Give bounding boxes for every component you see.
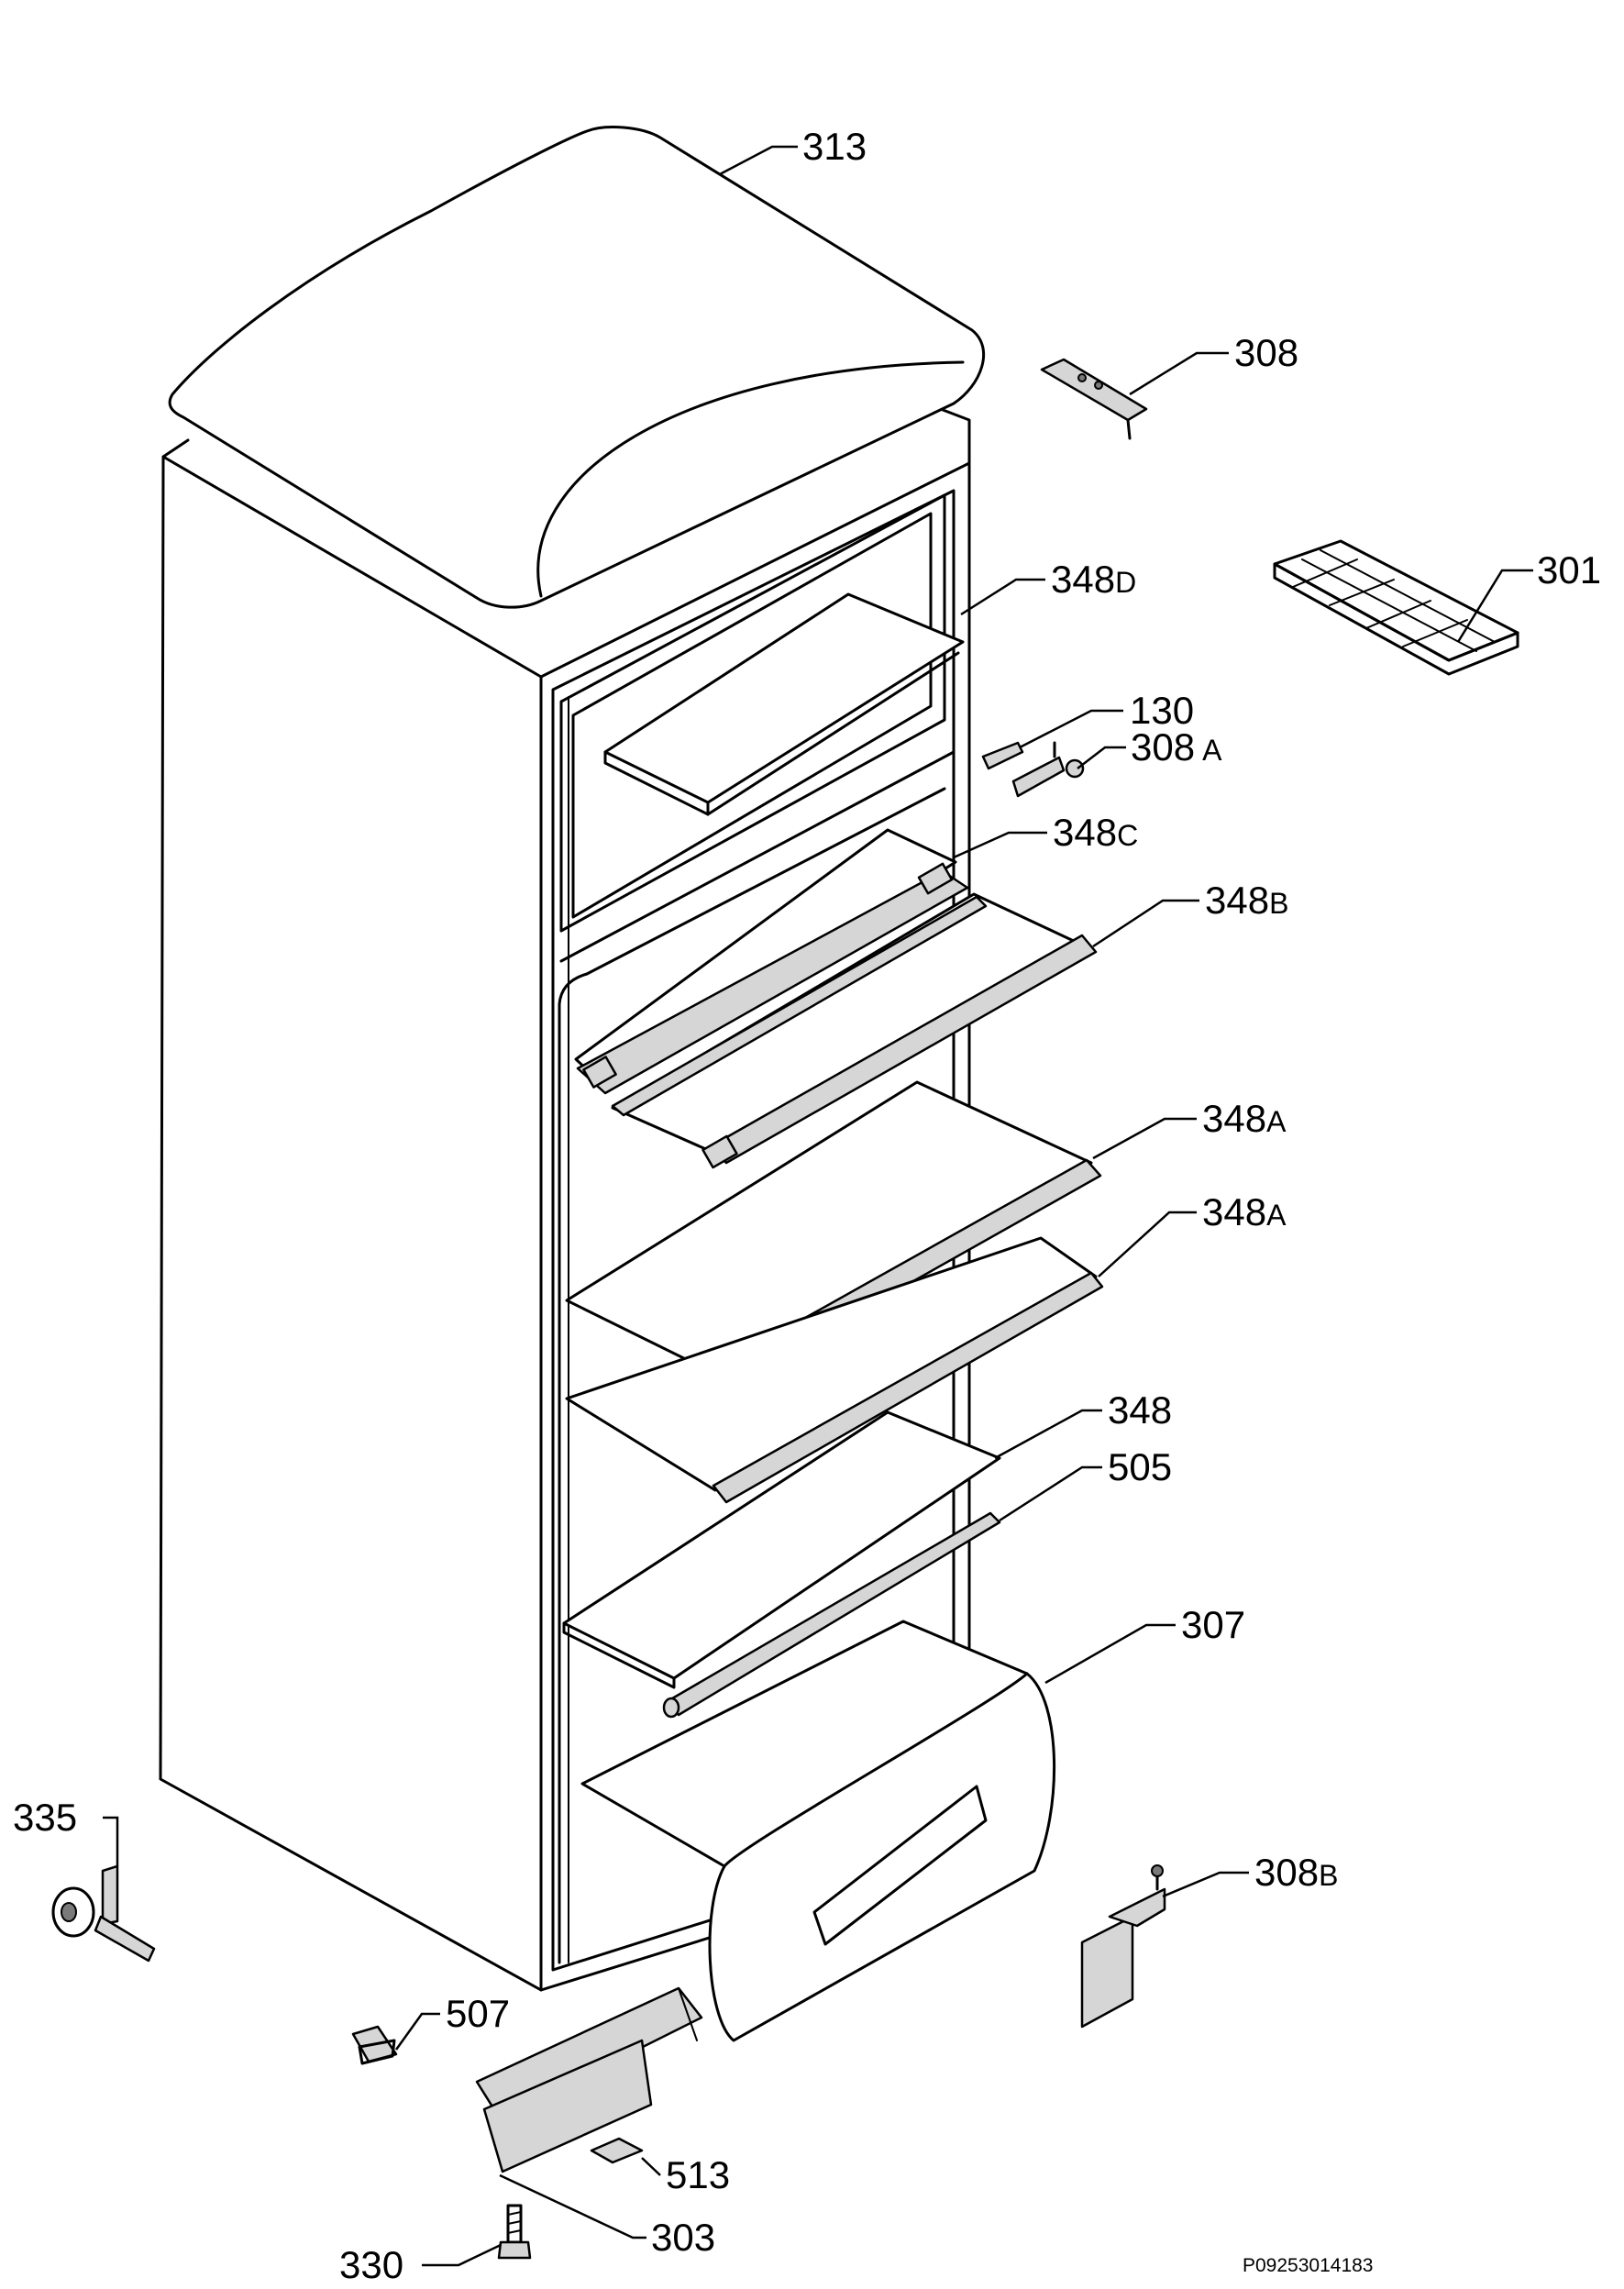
hinge-308a — [1011, 741, 1085, 798]
callout-301: 301 — [1537, 548, 1601, 592]
hinge-308 — [1040, 358, 1148, 440]
callout-348: 348 — [1108, 1388, 1172, 1432]
callout-348a-upper-number: 348 — [1202, 1097, 1266, 1140]
callout-348c-suffix: C — [1117, 819, 1138, 852]
leader-lines — [103, 145, 1533, 2267]
callout-303: 303 — [651, 2216, 715, 2259]
callout-348b: 348B — [1205, 879, 1288, 922]
hinge-335 — [51, 1864, 156, 1963]
callout-507: 507 — [446, 1992, 510, 2035]
top-cover-313 — [168, 126, 986, 609]
ice-tray-301 — [1273, 539, 1519, 676]
callout-308a-suffix: A — [1202, 734, 1222, 767]
crisper-drawer-307 — [580, 1620, 1055, 2042]
shelf-348d — [603, 592, 965, 816]
callout-313: 313 — [802, 125, 867, 168]
callout-505: 505 — [1108, 1445, 1172, 1488]
callout-348a-lower-number: 348 — [1202, 1190, 1266, 1233]
callout-348a-lower: 348A — [1202, 1190, 1287, 1233]
kick-plate-303 — [475, 1986, 703, 2173]
callout-308b-suffix: B — [1319, 1859, 1338, 1892]
callout-308b-number: 308 — [1254, 1851, 1319, 1894]
rail-505 — [662, 1511, 1001, 1719]
callout-348d: 348D — [1051, 558, 1136, 601]
callout-130: 130 — [1130, 689, 1194, 732]
callout-307: 307 — [1181, 1603, 1245, 1646]
callout-330: 330 — [339, 2243, 403, 2286]
callout-348c: 348C — [1053, 811, 1138, 854]
part-130 — [981, 741, 1024, 770]
callout-348a-upper: 348A — [1202, 1097, 1287, 1140]
callout-348a-lower-suffix: A — [1266, 1199, 1287, 1232]
callout-308a-number: 308 — [1131, 725, 1195, 769]
callout-348c-number: 348 — [1053, 811, 1117, 854]
callout-513: 513 — [666, 2153, 730, 2196]
callout-348d-suffix: D — [1115, 566, 1136, 599]
shelf-348c — [574, 828, 969, 1095]
callout-348a-upper-suffix: A — [1266, 1105, 1287, 1138]
shelf-348b — [611, 892, 1098, 1169]
callout-348b-suffix: B — [1269, 887, 1288, 920]
hinge-308b — [1080, 1864, 1166, 2029]
shelf-348a-lower — [565, 1236, 1104, 1504]
document-id: P09253014183 — [1243, 2255, 1373, 2276]
clip-507 — [351, 2025, 398, 2065]
shelf-348 — [562, 1410, 1001, 1689]
callout-348b-number: 348 — [1205, 879, 1269, 922]
callout-348d-number: 348 — [1051, 558, 1115, 601]
callout-308: 308 — [1234, 331, 1298, 374]
callout-335: 335 — [13, 1796, 77, 1839]
screw-330 — [497, 2204, 532, 2260]
part-513 — [590, 2137, 644, 2164]
callout-308b: 308B — [1254, 1851, 1338, 1894]
